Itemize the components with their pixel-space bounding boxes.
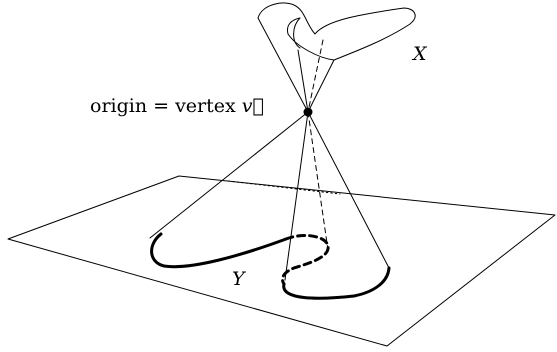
upper-generator-hidden	[307, 39, 324, 113]
cone-label-x: X	[413, 43, 427, 65]
curve-y-right	[282, 266, 391, 300]
plane	[7, 175, 556, 347]
upper-generator-right	[307, 59, 335, 113]
lower-generator-hidden	[307, 111, 329, 251]
lower-generator-left	[149, 111, 309, 239]
lower-generator-mid	[284, 111, 309, 281]
upper-cone-rim	[257, 2, 416, 61]
curve-y-hidden-top	[280, 234, 330, 286]
curve-y-left	[150, 232, 288, 269]
upper-generator-left	[257, 17, 309, 113]
origin-vertex-text: origin = vertex	[90, 95, 242, 117]
vertex-point	[303, 107, 313, 117]
vertex-symbol: v⃗	[241, 95, 264, 117]
lower-generator-right	[307, 111, 390, 269]
origin-vertex-label: origin = vertex v⃗	[90, 97, 264, 116]
curve-label-y: Y	[232, 268, 245, 290]
upper-generator-mid	[297, 49, 309, 113]
plane-hidden-line	[227, 180, 341, 195]
